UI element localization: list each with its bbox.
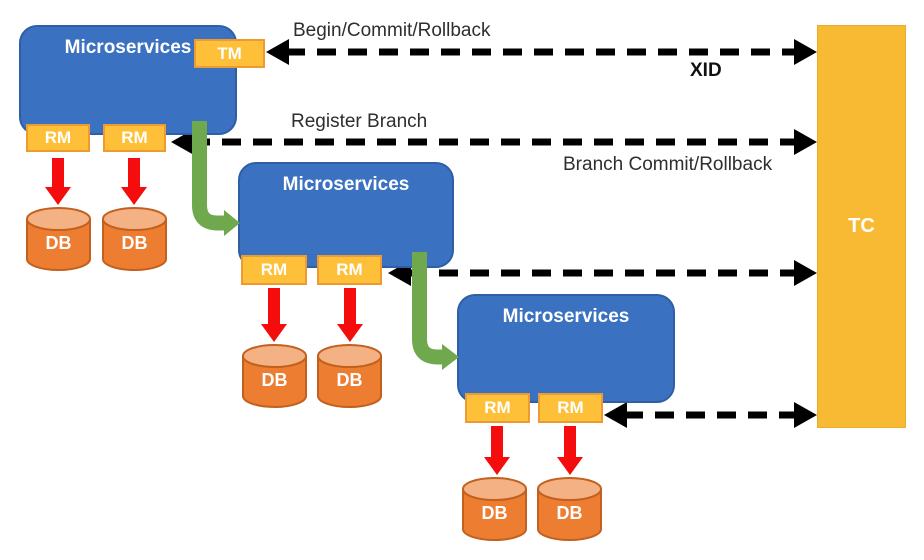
db-label: DB: [261, 370, 288, 390]
arrowhead-left-icon: [604, 402, 627, 428]
label-begin-commit-rollback: Begin/Commit/Rollback: [293, 20, 491, 41]
db-cylinder: [242, 344, 307, 408]
db-cylinder: [317, 344, 382, 408]
db-cylinder: [102, 207, 167, 271]
red-arrow-icon: [121, 158, 147, 205]
label-branch-commit-rollback: Branch Commit/Rollback: [563, 154, 773, 175]
microservices-box-2: Microservices: [238, 162, 454, 268]
green-arrowhead-icon: [224, 210, 240, 236]
red-arrow-icon: [261, 288, 287, 342]
db-cylinder-top: [102, 207, 167, 231]
rm-box: RM: [241, 255, 307, 285]
db-cylinder-top: [26, 207, 91, 231]
db-cylinder-top: [537, 477, 602, 501]
rm-box: RM: [465, 393, 530, 423]
rm-box: RM: [26, 124, 90, 152]
label-xid: XID: [690, 60, 722, 81]
red-arrow-icon: [45, 158, 71, 205]
db-cylinder: [537, 477, 602, 541]
arrowhead-left-icon: [266, 39, 289, 65]
green-arrow-shaft: [412, 252, 444, 365]
green-arrow-shaft: [192, 121, 226, 231]
arrowhead-right-icon: [794, 39, 817, 65]
arrowhead-right-icon: [794, 402, 817, 428]
db-cylinder: [26, 207, 91, 271]
rm-box: RM: [538, 393, 603, 423]
red-arrows-group: [45, 158, 583, 475]
tc-box: TC: [817, 25, 906, 428]
rm-box: RM: [317, 255, 382, 285]
microservices-box-3: Microservices: [457, 294, 675, 403]
red-arrow-icon: [557, 426, 583, 475]
microservices-title: Microservices: [64, 37, 192, 58]
tm-box: TM: [194, 39, 265, 68]
arrowhead-right-icon: [794, 129, 817, 155]
db-label: DB: [336, 370, 363, 390]
label-register-branch: Register Branch: [291, 111, 428, 132]
red-arrow-icon: [484, 426, 510, 475]
db-cylinder-top: [317, 344, 382, 368]
arrowhead-left-icon: [171, 129, 194, 155]
db-cylinder-top: [242, 344, 307, 368]
microservices-title: Microservices: [282, 174, 410, 195]
green-arrowhead-icon: [442, 344, 459, 370]
db-cylinder: [462, 477, 527, 541]
arrowhead-right-icon: [794, 260, 817, 286]
db-cylinder-top: [462, 477, 527, 501]
green-arrow-ms1-to-ms2: [192, 121, 240, 236]
microservices-title: Microservices: [502, 306, 630, 327]
dashed-arrow-ms3-tc: [604, 402, 817, 428]
db-cylinders-group: [26, 207, 602, 541]
rm-box: RM: [103, 124, 166, 152]
red-arrow-icon: [337, 288, 363, 342]
db-label: DB: [481, 503, 508, 523]
db-label: DB: [556, 503, 583, 523]
db-label: DB: [121, 233, 148, 253]
green-arrow-ms2-to-ms3: [412, 252, 459, 370]
dashed-arrow-register-branch: [171, 129, 817, 155]
db-label: DB: [45, 233, 72, 253]
dashed-arrow-begin-commit-rollback: [266, 39, 817, 65]
